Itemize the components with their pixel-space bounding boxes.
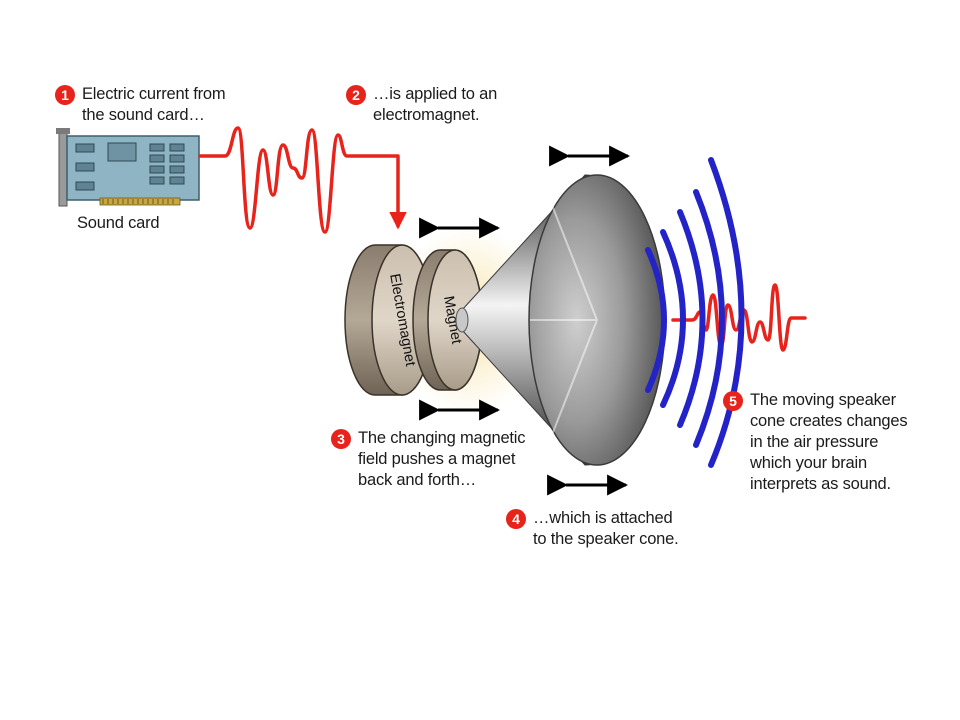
step-5-badge: 5 bbox=[723, 391, 743, 411]
step-3-text: The changing magnetic field pushes a mag… bbox=[358, 429, 526, 489]
speaker-cone bbox=[455, 174, 666, 466]
sound-wave-3 bbox=[677, 209, 706, 428]
magnet-disc: Magnet bbox=[412, 249, 483, 391]
step-2-badge: 2 bbox=[346, 85, 366, 105]
step-4-badge: 4 bbox=[506, 509, 526, 529]
step-5: 5 The moving speaker cone creates change… bbox=[723, 390, 908, 495]
input-signal-wave bbox=[198, 126, 407, 234]
step-1-badge: 1 bbox=[55, 85, 75, 105]
sound-wave-4 bbox=[693, 189, 725, 448]
step-4-text: …which is attached to the speaker cone. bbox=[533, 509, 679, 548]
step-5-text: The moving speaker cone creates changes … bbox=[750, 391, 908, 493]
step-2-text: …is applied to an electromagnet. bbox=[373, 85, 498, 124]
sound-wave-1 bbox=[645, 247, 667, 393]
step-3: 3 The changing magnetic field pushes a m… bbox=[331, 428, 526, 491]
sound-wave-2 bbox=[660, 229, 686, 408]
sound-card-label: Sound card bbox=[77, 214, 160, 232]
step-4: 4 …which is attached to the speaker cone… bbox=[506, 508, 679, 550]
motion-arrows bbox=[419, 145, 631, 496]
edge-connector bbox=[99, 197, 181, 206]
sound-waves bbox=[645, 157, 745, 468]
sound-card-icon bbox=[56, 128, 200, 207]
step-2: 2 …is applied to an electromagnet. bbox=[346, 84, 497, 126]
step-1: 1 Electric current from the sound card… bbox=[55, 84, 226, 126]
step-3-badge: 3 bbox=[331, 429, 351, 449]
step-1-text: Electric current from the sound card… bbox=[82, 85, 226, 124]
sound-wave-5 bbox=[708, 157, 745, 468]
